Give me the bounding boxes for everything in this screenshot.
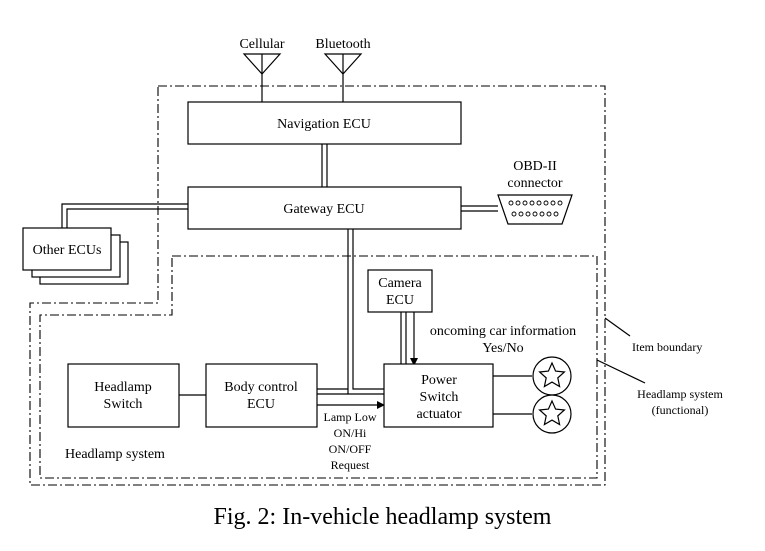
- headlamp-upper-icon: [532, 356, 572, 396]
- lamp-request-line2: ON/Hi: [334, 426, 367, 440]
- item-boundary-label: Item boundary: [632, 340, 702, 354]
- body-control-ecu-label-line1: Body control: [224, 380, 298, 395]
- obd-ii-connector-icon: [497, 194, 573, 225]
- camera-ecu-box: [367, 269, 433, 313]
- lamp-request-line1: Lamp Low: [324, 410, 377, 424]
- item-boundary: [29, 85, 606, 486]
- headlamp-system-diagram: Cellular Bluetooth Navigation ECU Gatewa…: [22, 37, 723, 486]
- cellular-label: Cellular: [239, 37, 284, 52]
- headlamp-switch-label-line1: Headlamp: [94, 380, 152, 395]
- gateway-ecu-box: [187, 186, 462, 230]
- navigation-ecu-label: Navigation ECU: [277, 117, 371, 132]
- headlamp-system-inner-label: Headlamp system: [65, 447, 165, 462]
- power-switch-actuator-box: [383, 363, 494, 428]
- camera-ecu-label-line2: ECU: [386, 293, 414, 308]
- other-ecus-stack: [22, 227, 129, 285]
- functional-boundary-label-line2: (functional): [652, 403, 709, 417]
- headlamp-switch-box: [67, 363, 180, 428]
- bluetooth-antenna: [323, 53, 363, 102]
- obd-label-line1: OBD-II: [513, 159, 557, 174]
- lamp-request-line4: Request: [331, 458, 370, 472]
- obd-label-line2: connector: [507, 176, 563, 191]
- bluetooth-label: Bluetooth: [315, 37, 370, 52]
- functional-boundary-leader: [596, 359, 646, 384]
- power-switch-label-line3: actuator: [416, 407, 461, 422]
- lamp-request-line3: ON/OFF: [329, 442, 372, 456]
- power-switch-label-line2: Switch: [420, 390, 459, 405]
- power-switch-label-line1: Power: [421, 373, 457, 388]
- cellular-antenna: [242, 53, 282, 102]
- other-ecus-label: Other ECUs: [33, 243, 102, 258]
- figure-caption: Fig. 2: In-vehicle headlamp system: [213, 504, 552, 530]
- item-boundary-leader: [604, 317, 631, 337]
- body-control-ecu-box: [205, 363, 318, 428]
- navigation-ecu-box: [187, 101, 462, 145]
- body-control-ecu-label-line2: ECU: [247, 397, 275, 412]
- headlamp-functional-boundary: [39, 255, 598, 479]
- oncoming-info-label: oncoming car information: [430, 324, 576, 339]
- headlamp-switch-label-line2: Switch: [104, 397, 143, 412]
- camera-ecu-label-line1: Camera: [378, 276, 422, 291]
- gateway-ecu-label: Gateway ECU: [283, 202, 364, 217]
- oncoming-yes-no-label: Yes/No: [482, 341, 523, 356]
- headlamp-lower-icon: [532, 394, 572, 434]
- gateway-other-ecus-bus: [61, 203, 188, 228]
- functional-boundary-label-line1: Headlamp system: [637, 387, 723, 401]
